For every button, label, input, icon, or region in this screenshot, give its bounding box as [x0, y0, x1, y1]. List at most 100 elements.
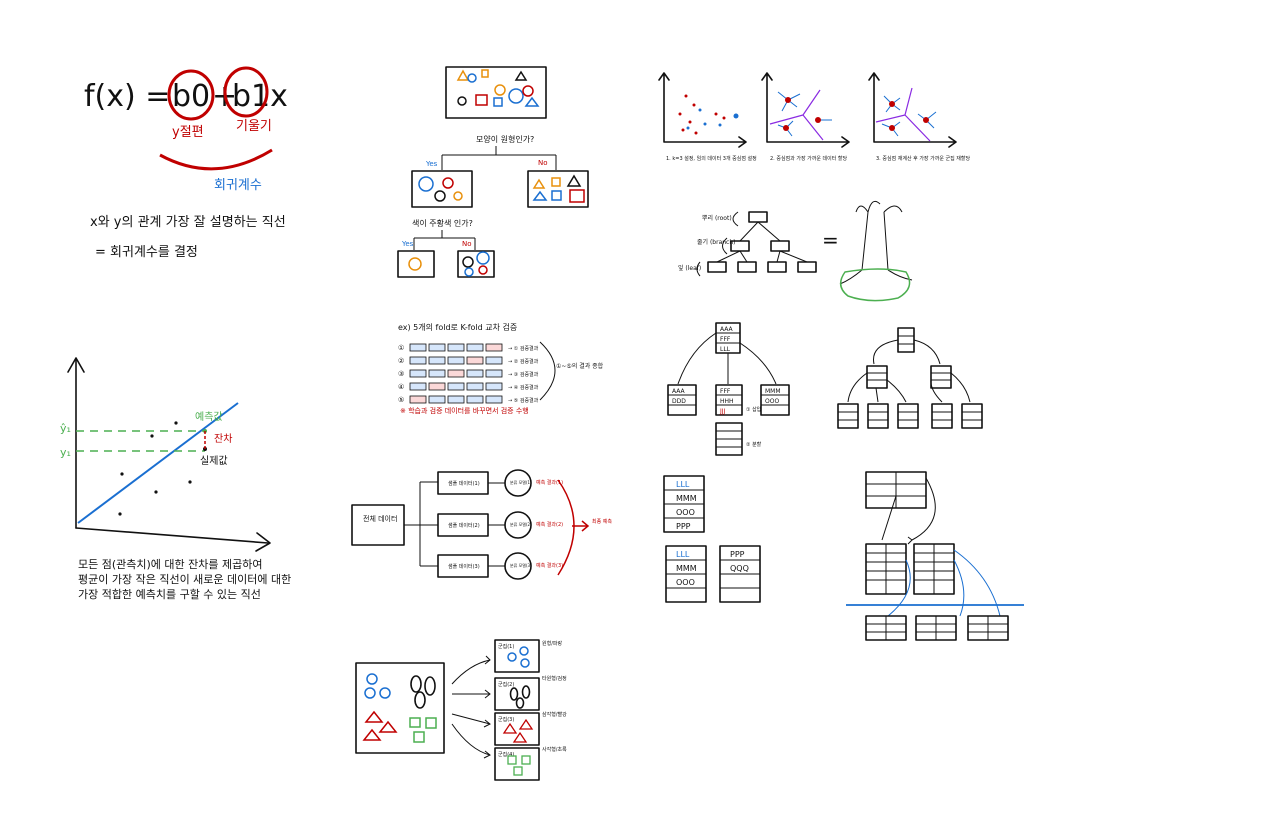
kfold-bottom-note: ※ 학습과 검증 데이터를 바꾸면서 검증 수행 — [400, 406, 529, 415]
kfold-row-result: → ⑤ 검증결과 — [508, 397, 539, 404]
kfold-train-fold — [485, 382, 503, 391]
bplus-tree — [846, 471, 1024, 641]
bagging-sub-2: 샘플 데이터(2) — [448, 522, 480, 529]
kfold-row-result: → ④ 검증결과 — [508, 384, 539, 391]
tree-label-root: 뿌리 (root) — [702, 214, 732, 222]
kmeans-caption-1: 1. k=3 설정, 임의 데이터 3개 중심점 설정 — [666, 155, 757, 162]
node-list-1: LLL — [676, 480, 690, 489]
left-key-2: DDD — [672, 398, 686, 405]
bottom-line2: 평균이 가장 작은 직선이 새로운 데이터에 대한 — [78, 573, 291, 586]
kfold-row-result: → ① 검증결과 — [508, 345, 539, 352]
kmeans-caption-2: 2. 중심점과 가장 가까운 데이터 할당 — [770, 155, 848, 162]
coef-arc — [159, 148, 273, 171]
tree-equals: = — [822, 228, 839, 252]
right-key-2: OOO — [765, 398, 779, 405]
btree-node-list: LLL MMM OOO PPP LLL MMM OOO PPP QQQ — [663, 475, 761, 603]
kfold-train-fold — [428, 356, 446, 365]
mid-key-1: FFF — [720, 388, 731, 395]
kfold-row-label: ② — [398, 357, 404, 365]
insert-note: ① 삽입 — [746, 406, 761, 413]
desc-line2: = 회귀계수를 결정 — [95, 245, 198, 260]
bagging-final: 최종 예측 — [592, 518, 612, 525]
kfold-train-fold — [466, 382, 484, 391]
mid-key-2: HHH — [720, 398, 734, 405]
formula-b0: b0 — [172, 79, 210, 114]
intercept-circle — [167, 69, 215, 121]
kfold-train-fold — [409, 382, 427, 391]
kfold-train-fold — [447, 343, 465, 352]
split-note: ② 분할 — [746, 441, 762, 448]
node-list-3: OOO — [676, 508, 695, 517]
tree-icon — [839, 200, 913, 285]
kfold-train-fold — [447, 395, 465, 404]
root-key-2: FFF — [720, 336, 731, 343]
kfold-test-fold — [485, 343, 503, 352]
group-label-1: 원형/파랑 — [542, 640, 562, 647]
regression-plot: ŷ₁ y₁ 예측값 잔차 실제값 모든 점(관측치)에 대한 잔차를 제곱하여 … — [60, 357, 291, 601]
axis-y: y₁ — [60, 446, 71, 459]
tree-label-leaf: 잎 (leaf) — [678, 264, 701, 272]
kfold-train-fold — [466, 395, 484, 404]
kmeans-caption-3: 3. 중심점 재계산 후 가장 가까운 군집 재할당 — [876, 155, 970, 162]
node-list-2: MMM — [676, 494, 697, 503]
kfold-test-fold — [409, 395, 427, 404]
kfold-train-fold — [428, 343, 446, 352]
label-intercept: y절편 — [172, 125, 204, 140]
bagging-result-1: 예측 결과(1) — [536, 479, 563, 486]
kfold-row-result: → ③ 검증결과 — [508, 371, 539, 378]
kfold-row-label: ① — [398, 344, 404, 352]
btree-left: AAA FFF LLL AAA DDD FFF HHH JJJ MMM OOO … — [667, 322, 790, 456]
kfold-row-label: ③ — [398, 370, 404, 378]
label-actual: 실제값 — [200, 455, 228, 467]
kfold-train-fold — [447, 356, 465, 365]
bagging-model-3: 분류 모델(3) — [510, 562, 532, 568]
bagging-model-2: 분류 모델(2) — [510, 521, 532, 527]
node-list-4: PPP — [676, 522, 691, 531]
bagging-sub-1: 샘플 데이터(1) — [448, 480, 480, 487]
node-b-2: QQQ — [730, 564, 749, 573]
btree-right — [837, 327, 983, 429]
label-pred: 예측값 — [195, 411, 223, 423]
label-slope: 기울기 — [236, 119, 272, 134]
group-label-4: 사각형/초록 — [542, 746, 567, 753]
yes-label: Yes — [425, 160, 438, 168]
kfold-test-fold — [466, 356, 484, 365]
bagging-result-3: 예측 결과(3) — [536, 562, 563, 569]
node-b-1: PPP — [730, 550, 745, 559]
kfold-train-fold — [409, 356, 427, 365]
kfold-diagram: ex) 5개의 fold로 K-fold 교차 검증 ① → ① 검증결과 ② → ②… — [398, 322, 604, 415]
kfold-train-fold — [485, 356, 503, 365]
bagging-model-1: 분류 모델(1) — [510, 479, 532, 485]
kmeans-plots: 1. k=3 설정, 임의 데이터 3개 중심점 설정 2. 중심점과 가장 가… — [658, 72, 970, 162]
no2-label: No — [462, 240, 472, 248]
tree-label-branch: 줄기 (branch) — [697, 238, 736, 246]
slope-circle — [223, 66, 269, 118]
bagging-data-label: 전체 데이터 — [363, 514, 397, 523]
regression-line — [77, 402, 239, 524]
btree-right-leaves — [837, 403, 983, 429]
desc-line1: x와 y의 관계 가장 잘 설명하는 직선 — [90, 215, 286, 230]
bagging-diagram: 전체 데이터 샘플 데이터(1) 샘플 데이터(2) 샘플 데이터(3) 분류 … — [351, 469, 612, 580]
kfold-train-fold — [409, 369, 427, 378]
label-coef: 회귀계수 — [214, 178, 262, 193]
tree-diagram: 뿌리 (root) 줄기 (branch) 잎 (leaf) = — [678, 200, 913, 302]
bagging-result-2: 예측 결과(2) — [536, 521, 563, 528]
kfold-train-fold — [485, 395, 503, 404]
left-key-1: AAA — [672, 388, 686, 395]
decision-tree: 모양이 원형인가? Yes No 색이 주황색 인가? Yes No — [397, 66, 589, 278]
root-key-1: AAA — [720, 326, 734, 333]
bagging-sub-3: 샘플 데이터(3) — [448, 563, 480, 570]
mid-key-3: JJJ — [719, 408, 726, 415]
label-resid: 잔차 — [214, 433, 232, 445]
node-a-1: LLL — [676, 550, 690, 559]
question-orange: 색이 주황색 인가? — [412, 218, 473, 228]
node-a-2: MMM — [676, 564, 697, 573]
node-a-3: OOO — [676, 578, 695, 587]
root-key-3: LLL — [720, 346, 731, 353]
regression-formula: f(x) = b0 + b1x y절편 기울기 회귀계수 x와 y의 관계 가장… — [84, 66, 288, 260]
kfold-row-result: → ② 검증결과 — [508, 358, 539, 365]
kfold-title: ex) 5개의 fold로 K-fold 교차 검증 — [398, 322, 517, 332]
group-label-3: 삼각형/빨강 — [542, 711, 567, 718]
